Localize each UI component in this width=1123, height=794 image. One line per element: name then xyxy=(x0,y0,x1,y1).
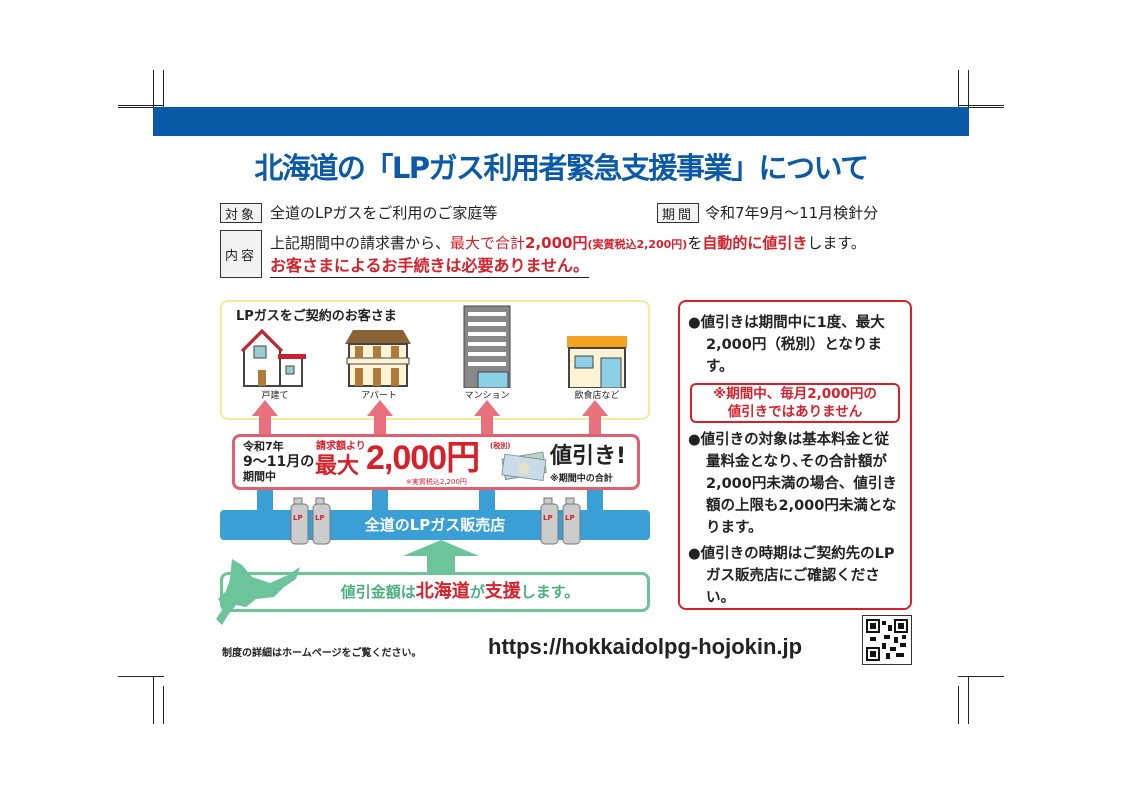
connector xyxy=(257,490,273,512)
cylinder-label: LP xyxy=(565,514,575,522)
discount-max: 最大 xyxy=(315,454,360,479)
connector xyxy=(587,490,603,512)
cylinder-label: LP xyxy=(315,514,325,522)
text: します。 xyxy=(807,234,866,252)
note-item: ●値引きの対象は基本料金と従量料金となり､その合計額が2,000円未満の場合、値… xyxy=(688,432,897,536)
customer-type-label: マンション xyxy=(464,391,510,401)
text: 値引きではありません xyxy=(727,404,863,420)
gas-cylinder-icon xyxy=(290,497,331,545)
text: 期間中 xyxy=(243,470,276,483)
customer-type-label: アパート xyxy=(361,391,397,401)
connector xyxy=(372,490,388,512)
text: 支援 xyxy=(484,581,521,602)
text: が xyxy=(469,583,485,601)
note-item: ●値引きの時期はご契約先のLPガス販売店にご確認ください。 xyxy=(688,546,895,606)
total-note: ※期間中の合計 xyxy=(550,474,613,484)
text: 9～11月の xyxy=(243,454,315,470)
period-label: 期間 xyxy=(657,203,699,223)
discount-banner xyxy=(232,434,640,490)
customer-type-label: 戸建て xyxy=(261,391,289,401)
arrow-up-icon xyxy=(474,400,500,446)
cylinder-label: LP xyxy=(293,514,303,522)
customer-heading: LPガスをご契約のお客さま xyxy=(236,309,397,324)
gas-cylinder-icon xyxy=(540,497,581,545)
house-icon xyxy=(240,328,306,387)
cylinder-label: LP xyxy=(543,514,553,522)
apartment-icon xyxy=(345,330,411,387)
arrow-up-icon xyxy=(367,400,393,446)
discount-amount: 2,000円 xyxy=(366,439,480,477)
customer-type-label: 飲食店など xyxy=(574,391,620,401)
text: 値引金額は xyxy=(340,583,416,601)
text: 自動的に値引き xyxy=(702,234,808,252)
period-text: 令和7年9月～11月検針分 xyxy=(705,204,879,222)
page-title: 北海道の「LPガス利用者緊急支援事業」について xyxy=(254,151,869,185)
target-text: 全道のLPガスをご利用のご家庭等 xyxy=(270,204,498,222)
text: 最大で合計 xyxy=(450,234,526,252)
details-text: 制度の詳細はホームページをご覧ください。 xyxy=(222,648,422,659)
text: します。 xyxy=(520,583,580,601)
header-bar xyxy=(153,107,969,136)
text: を xyxy=(687,234,703,252)
text: 上記期間中の請求書から、 xyxy=(270,234,451,252)
connector xyxy=(479,490,495,512)
target-label: 対象 xyxy=(220,203,262,223)
hokkaido-map-icon xyxy=(216,559,300,625)
condominium-icon xyxy=(463,305,511,388)
no-procedure-notice: お客さまによるお手続きは必要ありません。 xyxy=(270,256,590,278)
dealer-bar: 全道のLPガス販売店 xyxy=(220,510,650,540)
text: ※期間中、毎月2,000円の xyxy=(713,386,877,402)
restaurant-icon xyxy=(567,336,627,388)
incl-tax-note: ※実質税込2,200円 xyxy=(406,478,467,486)
discount-period: 令和7年 9～11月の 期間中 xyxy=(243,440,314,484)
arrow-up-icon xyxy=(403,540,479,574)
text: 北海道 xyxy=(415,581,470,602)
note-item: ●値引きは期間中に1度、最大2,000円（税別）となります。 xyxy=(688,315,885,375)
discount-label: 値引き! xyxy=(550,444,627,469)
website-link[interactable]: https://hokkaidolpg-hojokin.jp xyxy=(488,634,803,659)
warning-box: ※期間中、毎月2,000円の 値引きではありません xyxy=(690,383,900,423)
tax-note: (税別) xyxy=(490,442,511,450)
notes-box: ●値引きは期間中に1度、最大2,000円（税別）となります。 ※期間中、毎月2,… xyxy=(678,300,912,610)
text: 令和7年 xyxy=(243,440,284,453)
banknotes-icon xyxy=(501,451,547,482)
amount: 2,000円 xyxy=(525,234,588,252)
arrow-up-icon xyxy=(252,400,278,446)
arrow-up-icon xyxy=(582,400,608,446)
discount-pre: 請求額より xyxy=(316,441,366,452)
content-label: 内容 xyxy=(220,230,262,278)
qr-code-icon[interactable] xyxy=(862,615,912,665)
content-line1: 上記期間中の請求書から、最大で合計2,000円(実質税込2,200円)を自動的に… xyxy=(270,233,866,255)
tax-note: (実質税込2,200円) xyxy=(587,238,688,251)
